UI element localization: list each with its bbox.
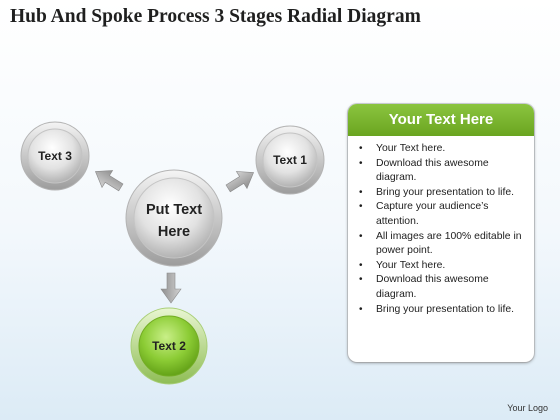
list-item: •Capture your audience’s attention. <box>359 201 489 227</box>
page-title: Hub And Spoke Process 3 Stages Radial Di… <box>10 6 421 27</box>
spoke-circle-text3: Text 3 <box>20 121 90 191</box>
bullet-icon: • <box>359 303 363 315</box>
spoke-label-text1: Text 1 <box>273 153 307 167</box>
arrow-to-text3 <box>94 170 124 192</box>
list-item: •Your Text here. <box>356 259 528 274</box>
hub-label-line2: Here <box>158 224 190 240</box>
bullet-icon: • <box>359 157 363 169</box>
list-item: •Bring your presentation to life. <box>356 303 528 318</box>
panel-bullet-list: •Your Text here. •Download this awesome … <box>348 136 534 317</box>
bullet-icon: • <box>359 186 363 198</box>
arrow-to-text2 <box>160 272 182 304</box>
spoke-label-text3: Text 3 <box>38 149 72 163</box>
spoke-circle-text2: Text 2 <box>130 307 208 385</box>
bullet-icon: • <box>359 201 363 213</box>
list-item: •Download this awesome diagram. <box>359 274 489 300</box>
panel-header: Your Text Here <box>348 104 534 136</box>
bullet-icon: • <box>359 143 363 154</box>
list-item: •All images are 100% editable in power p… <box>359 230 522 257</box>
bullet-icon: • <box>359 259 363 271</box>
list-item: •Your Text here. <box>356 142 528 157</box>
spoke-circle-text1: Text 1 <box>255 125 325 195</box>
arrow-to-text1 <box>225 171 255 193</box>
hub-label-line1: Put Text <box>146 202 202 218</box>
list-item: •Bring your presentation to life. <box>356 186 528 201</box>
list-item: •Download this awesome diagram. <box>359 157 489 184</box>
bullet-icon: • <box>359 274 363 286</box>
spoke-label-text2: Text 2 <box>152 339 186 353</box>
logo-text: Your Logo <box>507 403 548 413</box>
text-panel: Your Text Here •Your Text here. •Downloa… <box>348 104 534 362</box>
bullet-icon: • <box>359 230 363 242</box>
hub-circle: Put Text Here <box>125 169 223 267</box>
